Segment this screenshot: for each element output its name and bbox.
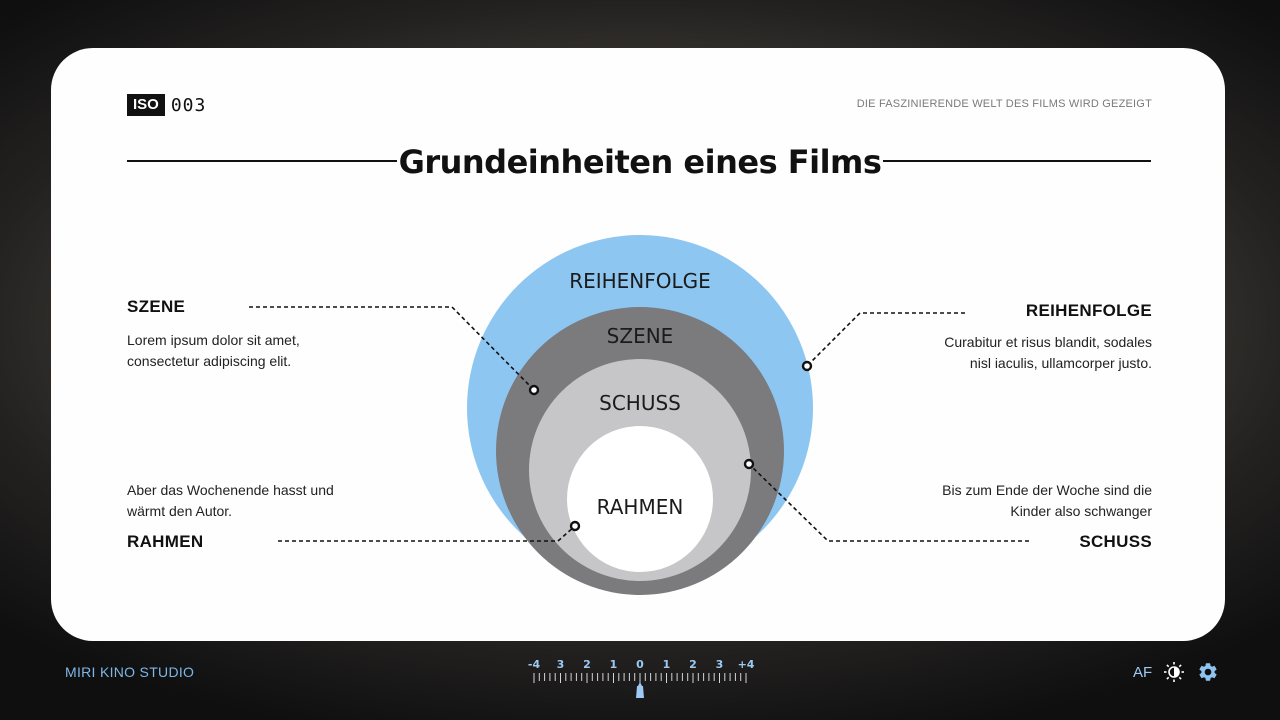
connector-schuss (748, 463, 1029, 542)
tagline: DIE FASZINIERENDE WELT DES FILMS WIRD GE… (856, 98, 1152, 110)
brightness-icon[interactable] (1163, 661, 1185, 683)
title-rule-left (127, 160, 407, 162)
page-title: Grundeinheiten eines Films (0, 143, 1280, 181)
callout-szene-text: Lorem ipsum dolor sit amet, consectetur … (127, 332, 300, 369)
exposure-pointer[interactable] (636, 682, 644, 698)
iso-badge: ISO (127, 94, 165, 116)
ring-label-schuss: SCHUSS (599, 391, 681, 415)
iso-indicator: ISO 003 (127, 94, 206, 116)
iso-number: 003 (170, 94, 207, 116)
gear-icon[interactable] (1197, 661, 1219, 683)
marker-reihenfolge (801, 360, 813, 372)
callout-rahmen-text: Aber das Wochenende hasst und wärmt den … (127, 482, 334, 519)
studio-name: MIRI KINO STUDIO (65, 664, 195, 680)
connector-reihenfolge (806, 312, 965, 367)
exposure-label: 1 (663, 658, 671, 671)
ring-rahmen (567, 426, 713, 572)
exposure-label: 3 (716, 658, 724, 671)
callout-reihenfolge-heading: REIHENFOLGE (1025, 301, 1152, 320)
connector-rahmen (278, 525, 576, 542)
exposure-label: 1 (610, 658, 618, 671)
marker-rahmen (569, 520, 581, 532)
exposure-label: 2 (689, 658, 697, 671)
callout-schuss-heading: SCHUSS (1079, 532, 1152, 551)
ring-label-reihenfolge: REIHENFOLGE (569, 269, 711, 293)
exposure-label: 2 (583, 658, 591, 671)
title-rule-right (872, 160, 1151, 162)
ring-label-rahmen: RAHMEN (597, 495, 684, 519)
exposure-label: +4 (738, 658, 755, 671)
exposure-label: 3 (557, 658, 565, 671)
callout-szene-heading: SZENE (127, 297, 186, 316)
exposure-label: -4 (528, 658, 541, 671)
marker-schuss (743, 458, 755, 470)
page-title-text: Grundeinheiten eines Films (396, 143, 884, 181)
ring-label-szene: SZENE (607, 324, 674, 348)
exposure-label: 0 (636, 658, 644, 671)
callout-rahmen-heading: RAHMEN (127, 532, 204, 551)
autofocus-label[interactable]: AF (1133, 664, 1153, 681)
exposure-scale[interactable]: -4 3 2 1 0 1 2 3 +4 (520, 656, 760, 700)
callout-reihenfolge-text: Curabitur et risus blandit, sodales nisl… (944, 334, 1152, 371)
marker-szene (528, 384, 540, 396)
callout-schuss-text: Bis zum Ende der Woche sind die Kinder a… (942, 482, 1152, 519)
connector-szene (249, 306, 535, 391)
